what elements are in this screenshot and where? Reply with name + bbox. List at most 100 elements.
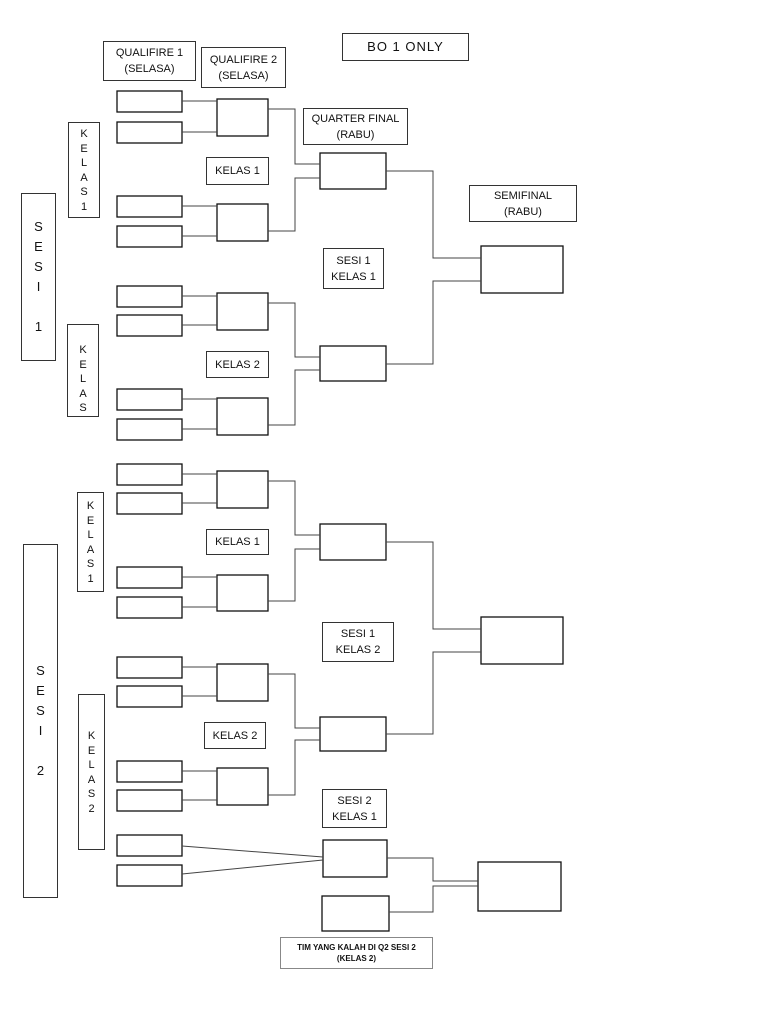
qualifier-2-slot (216, 203, 269, 242)
bottom-note-label: TIM YANG KALAH DI Q2 SESI 2 (KELAS 2) (280, 937, 433, 969)
vertical-letter: L (87, 529, 94, 541)
vertical-letter: 2 (88, 802, 95, 815)
vertical-letter: L (88, 759, 95, 771)
qualifier-2-slot (216, 98, 269, 137)
quarter-final-label: QUARTER FINAL (RABU) (303, 108, 408, 145)
vertical-letter: I (38, 723, 43, 738)
vertical-letter: S (80, 186, 88, 198)
vertical-letter: 2 (80, 416, 86, 417)
bracket-connector (181, 845, 324, 875)
qualifier-2-slot (216, 663, 269, 702)
bracket-connector (182, 205, 217, 237)
quarter-label-sesi1-kelas2: SESI 1 KELAS 2 (322, 622, 394, 662)
qualifier-1-slot (116, 864, 183, 887)
qualifier-1-slot (116, 285, 183, 308)
bracket-connector (182, 576, 217, 608)
vertical-letter: K (80, 128, 88, 140)
semifinal-slot (480, 616, 564, 665)
vertical-letter: K (79, 344, 87, 356)
vertical-letter: I (36, 279, 41, 294)
semifinal-label: SEMIFINAL (RABU) (469, 185, 577, 222)
vertical-letter: A (86, 543, 95, 556)
bracket-connector (182, 100, 217, 133)
qualifier-1-slot (116, 566, 183, 589)
qualifier-1-slot (116, 314, 183, 337)
quarter-final-slot (321, 895, 390, 932)
qualifier-2-slot (216, 397, 269, 436)
quarter-final-slot (319, 152, 387, 190)
vertical-letter: S (86, 558, 95, 570)
bracket-connector (268, 480, 320, 602)
qualifier-1-label: QUALIFIRE 1 (SELASA) (103, 41, 196, 81)
vertical-letter: A (80, 171, 88, 184)
vertical-letter: K (87, 730, 96, 742)
qualifier-1-slot (116, 388, 183, 411)
vertical-letter: S (34, 259, 43, 274)
quarter-final-slot (319, 523, 387, 561)
bracket-connector (182, 666, 217, 697)
vertical-letter: E (79, 358, 87, 371)
qualifier-1-slot (116, 685, 183, 708)
vertical-letter: E (36, 683, 45, 698)
group-label-s2-kelas1: KELAS 1 (206, 529, 269, 555)
vertical-letter: E (34, 239, 43, 254)
qualifier-2-slot (216, 574, 269, 612)
vertical-letter (39, 741, 43, 761)
quarter-final-slot (322, 839, 388, 878)
qualifier-2-slot (216, 292, 269, 331)
bracket-connector (268, 673, 320, 796)
qualifier-1-slot (116, 225, 183, 248)
vertical-letter: E (87, 744, 96, 757)
quarter-final-slot (319, 716, 387, 752)
vertical-letter: S (87, 788, 96, 800)
bracket-connector (386, 541, 481, 735)
quarter-final-slot (319, 345, 387, 382)
qualifier-1-slot (116, 195, 183, 218)
semifinal-slot (477, 861, 562, 912)
qualifier-1-slot (116, 656, 183, 679)
bracket-connector (182, 770, 217, 801)
vertical-letter: S (36, 663, 45, 678)
vertical-letter: L (79, 373, 87, 385)
bracket-connector (386, 170, 481, 365)
vertical-letter: A (87, 773, 96, 786)
vertical-letter: E (86, 514, 95, 527)
vertical-letter: 2 (36, 763, 45, 778)
qualifier-2-label: QUALIFIRE 2 (SELASA) (201, 47, 286, 88)
bo-note-label: BO 1 ONLY (342, 33, 469, 61)
qualifier-1-slot (116, 596, 183, 619)
qualifier-2-slot (216, 767, 269, 806)
vertical-letter: L (80, 157, 88, 169)
quarter-label-sesi2-kelas1: SESI 2 KELAS 1 (322, 789, 387, 828)
semifinal-slot (480, 245, 564, 294)
vertical-letter: 1 (87, 572, 94, 585)
qualifier-1-slot (116, 463, 183, 486)
bracket-connector (182, 473, 217, 504)
vertical-letter: E (80, 142, 88, 155)
vertical-letter: S (34, 219, 43, 234)
vertical-letter: 1 (34, 319, 43, 334)
group-label-s1-kelas1: KELAS 1 (206, 157, 269, 185)
group-label-s2-kelas2: KELAS 2 (204, 722, 266, 749)
bracket-connector (182, 295, 217, 326)
vertical-letter: 1 (80, 200, 88, 213)
bracket-connector (268, 108, 320, 232)
vertical-letter: S (36, 703, 45, 718)
vertical-letter: K (86, 500, 95, 512)
group-label-s1-kelas2: KELAS 2 (206, 351, 269, 378)
qualifier-1-slot (116, 121, 183, 144)
vertical-letter (37, 297, 41, 317)
qualifier-1-slot (116, 90, 183, 113)
qualifier-1-slot (116, 834, 183, 857)
quarter-label-sesi1-kelas1: SESI 1 KELAS 1 (323, 248, 384, 289)
qualifier-2-slot (216, 470, 269, 509)
bracket-connector (182, 398, 217, 430)
qualifier-1-slot (116, 492, 183, 515)
qualifier-1-slot (116, 418, 183, 441)
